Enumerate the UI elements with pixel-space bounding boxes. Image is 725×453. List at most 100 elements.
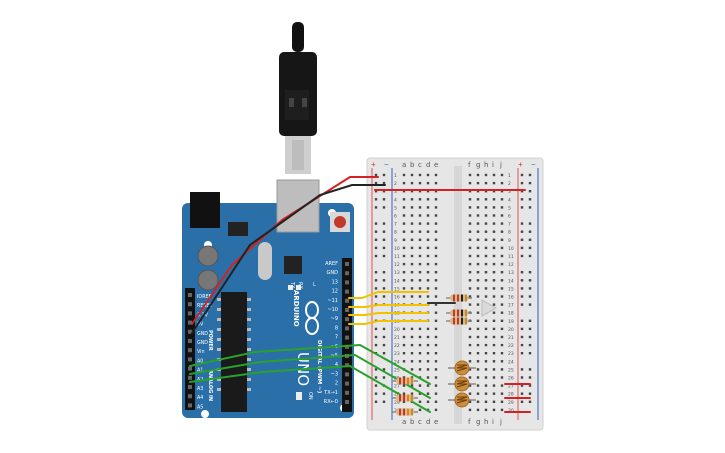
wire-green-a0[interactable]: [189, 343, 431, 385]
row-number: 7: [394, 222, 397, 228]
power-section-label: POWER: [207, 330, 213, 351]
row-number: 16: [508, 295, 514, 301]
wire-yellow-9[interactable]: [348, 320, 429, 325]
resistor[interactable]: [392, 377, 418, 385]
row-number: 15: [508, 286, 514, 292]
digital-pin-label: GND: [327, 270, 339, 276]
power-pin-label: A3: [197, 386, 203, 392]
column-letter: e: [434, 418, 438, 426]
row-number: 4: [508, 197, 511, 203]
digital-pin-label: ~11: [327, 298, 338, 304]
row-number: 4: [394, 197, 397, 203]
resistor[interactable]: [392, 408, 418, 416]
photoresistor[interactable]: [448, 392, 476, 408]
column-letter: b: [410, 161, 415, 169]
power-pin-label: IOREF: [197, 294, 212, 300]
digital-pin-label: 8: [335, 325, 338, 331]
photoresistor[interactable]: [448, 360, 476, 376]
row-number: 27: [394, 384, 400, 390]
column-letter: h: [484, 161, 488, 169]
digital-pin-label: RX←0: [324, 399, 338, 405]
column-letter: g: [476, 161, 480, 169]
resistor[interactable]: [392, 394, 418, 402]
row-number: 22: [508, 343, 514, 349]
row-number: 20: [394, 327, 400, 333]
digital-header: [342, 258, 352, 412]
row-number: 29: [508, 400, 514, 406]
wire-green-a2[interactable]: [189, 364, 431, 413]
row-number: 18: [508, 311, 514, 317]
row-number: 6: [508, 214, 511, 220]
led-on-label: ON: [307, 392, 313, 400]
row-number: 21: [508, 335, 514, 341]
row-number: 22: [394, 343, 400, 349]
wire-green-a1[interactable]: [189, 353, 431, 399]
row-number: 9: [394, 238, 397, 244]
rail-minus-left: −: [384, 160, 389, 169]
row-number: 10: [394, 246, 400, 252]
usb-cable[interactable]: [279, 22, 317, 174]
wire-yellow-10[interactable]: [348, 312, 429, 316]
row-number: 13: [508, 270, 514, 276]
row-number: 8: [394, 230, 397, 236]
reset-button[interactable]: [330, 212, 350, 232]
power-pin-label: 5V: [197, 322, 204, 328]
digital-pin-label: ~3: [331, 371, 338, 377]
power-pin-label: A5: [197, 404, 203, 410]
resistor[interactable]: [446, 317, 472, 325]
row-number: 23: [394, 351, 400, 357]
row-number: 28: [508, 392, 514, 398]
digital-pin-label: 2: [335, 381, 338, 387]
wire-yellow-12[interactable]: [348, 291, 429, 299]
column-letter: a: [402, 161, 406, 169]
led-icon[interactable]: [481, 299, 498, 317]
digital-pin-label: 13: [332, 279, 338, 285]
row-number: 1: [508, 173, 511, 179]
wire-black-gnd[interactable]: [191, 184, 386, 334]
power-pin-label: A0: [197, 358, 203, 364]
power-pin-label: A1: [197, 368, 203, 374]
row-number: 5: [508, 205, 511, 211]
row-number: 11: [508, 254, 514, 260]
row-number: 8: [508, 230, 511, 236]
row-number: 19: [508, 319, 514, 325]
arduino-logo: [305, 301, 319, 335]
column-letter: g: [476, 418, 480, 426]
rail-plus-right: +: [518, 160, 523, 169]
photoresistor[interactable]: [448, 376, 476, 392]
resistor[interactable]: [446, 294, 472, 302]
row-number: 10: [508, 246, 514, 252]
row-number: 1: [394, 173, 397, 179]
microcontroller-chip: [221, 292, 247, 412]
rail-minus-right: −: [531, 160, 536, 169]
row-number: 3: [394, 189, 397, 195]
wire-red-5v[interactable]: [191, 176, 379, 325]
column-letter: c: [418, 161, 422, 169]
led-l-label: L: [313, 282, 316, 288]
column-letter: j: [499, 161, 502, 169]
row-number: 12: [394, 262, 400, 268]
column-letter: b: [410, 418, 415, 426]
wire-yellow-11[interactable]: [348, 304, 429, 308]
resistor[interactable]: [446, 309, 472, 317]
row-number: 27: [508, 384, 514, 390]
row-number: 13: [394, 270, 400, 276]
digital-pin-label: 12: [332, 289, 338, 295]
row-number: 25: [394, 367, 400, 373]
column-letter: i: [492, 161, 494, 169]
column-letter: e: [434, 161, 438, 169]
digital-pin-label: TX→1: [323, 390, 338, 396]
row-number: 24: [394, 359, 400, 365]
row-number: 14: [394, 278, 400, 284]
digital-section-label: DIGITAL (PWM ~): [316, 340, 322, 394]
row-number: 24: [508, 359, 514, 365]
row-number: 7: [508, 222, 511, 228]
digital-pin-label: AREF: [325, 261, 338, 267]
row-number: 6: [394, 214, 397, 220]
row-number: 28: [394, 392, 400, 398]
row-number: 12: [508, 262, 514, 268]
row-number: 11: [394, 254, 400, 260]
column-letter: c: [418, 418, 422, 426]
